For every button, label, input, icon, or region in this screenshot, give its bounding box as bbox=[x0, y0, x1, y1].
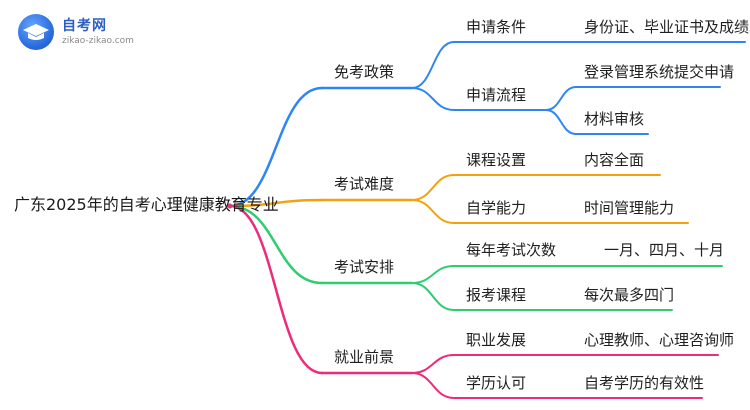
root-node: 广东2025年的自考心理健康教育专业 bbox=[14, 195, 279, 214]
edge-registered-courses bbox=[411, 282, 455, 311]
leaf-degree-validity: 自考学历的有效性 bbox=[584, 374, 705, 392]
edge-root-exemption bbox=[228, 86, 324, 208]
edge-conditions bbox=[411, 41, 455, 89]
site-logo: 自考网 zikao-zikao.com bbox=[18, 12, 148, 54]
node-application-process: 申请流程 bbox=[466, 86, 527, 104]
edge-degree-recognition bbox=[411, 372, 455, 399]
edge-self-study bbox=[411, 199, 455, 224]
leaf-submit-online: 登录管理系统提交申请 bbox=[584, 63, 735, 81]
leaf-comprehensive-content: 内容全面 bbox=[584, 151, 645, 169]
leaf-max-four-courses: 每次最多四门 bbox=[584, 286, 675, 304]
edge-process bbox=[411, 87, 455, 111]
logo-title: 自考网 bbox=[62, 18, 107, 34]
branch-career-prospects: 就业前景 bbox=[334, 348, 395, 366]
leaf-exam-months: 一月、四月、十月 bbox=[604, 241, 725, 259]
node-career-development: 职业发展 bbox=[466, 331, 527, 349]
node-exams-per-year: 每年考试次数 bbox=[466, 241, 557, 259]
node-course-setting: 课程设置 bbox=[466, 151, 527, 169]
leaf-material-review: 材料审核 bbox=[584, 110, 645, 128]
graduation-cap-icon bbox=[18, 14, 54, 50]
leaf-time-management: 时间管理能力 bbox=[584, 199, 675, 217]
branch-exemption-policy: 免考政策 bbox=[334, 63, 395, 81]
edge-leaf-review bbox=[545, 109, 577, 135]
edge-root-difficulty bbox=[228, 198, 324, 208]
edge-leaf-submit bbox=[545, 86, 577, 111]
edge-root-schedule bbox=[228, 204, 324, 285]
leaf-documents: 身份证、毕业证书及成绩单 bbox=[584, 18, 750, 36]
node-application-conditions: 申请条件 bbox=[466, 18, 527, 36]
edge-root-career bbox=[228, 204, 324, 375]
edge-course-setting bbox=[411, 174, 455, 201]
branch-exam-difficulty: 考试难度 bbox=[334, 175, 395, 193]
node-self-study-ability: 自学能力 bbox=[466, 199, 527, 217]
edge-career-development bbox=[411, 354, 455, 374]
node-degree-recognition: 学历认可 bbox=[466, 374, 527, 392]
node-registered-courses: 报考课程 bbox=[466, 286, 527, 304]
branch-exam-schedule: 考试安排 bbox=[334, 258, 395, 276]
logo-subtitle: zikao-zikao.com bbox=[62, 36, 134, 46]
edge-exams-per-year bbox=[411, 265, 455, 284]
leaf-teacher-counselor: 心理教师、心理咨询师 bbox=[584, 331, 735, 349]
